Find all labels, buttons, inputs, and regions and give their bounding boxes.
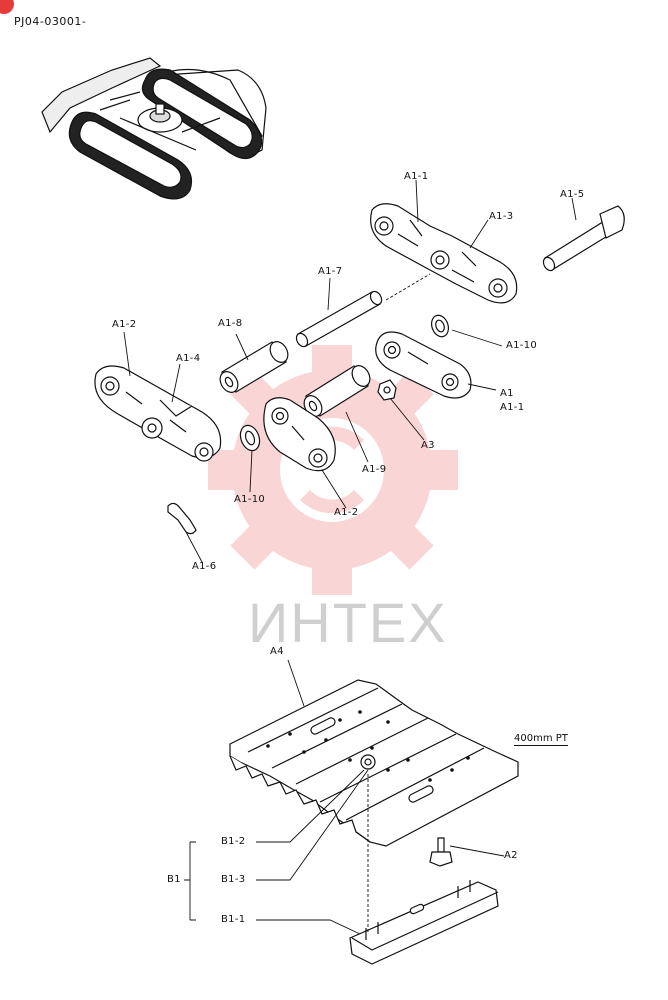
pin-a1-7: [295, 290, 383, 348]
nut-plate-b1-1: [349, 880, 499, 965]
watermark-text: ИНТЕХ: [248, 591, 448, 654]
track-shoe-assembly-a4: [229, 679, 519, 847]
leader-lines-lower: [184, 659, 505, 935]
callout-a1-1-top: A1-1: [404, 171, 429, 182]
document-code: PJ04-03001-: [14, 15, 87, 28]
callout-a1-3: A1-3: [489, 211, 514, 222]
callout-a1-8: A1-8: [218, 318, 243, 329]
pin-a1-5: [542, 205, 625, 272]
callout-b1-2: B1-2: [221, 836, 246, 847]
callout-a1-5: A1-5: [560, 189, 585, 200]
callout-a4: A4: [270, 646, 284, 657]
callout-b1: B1: [167, 874, 181, 885]
track-link-a1: [375, 331, 472, 399]
master-pin-a1-6: [167, 502, 197, 535]
callout-a1-10-bottom: A1-10: [234, 494, 266, 505]
callout-b1-3: B1-3: [221, 874, 246, 885]
corner-logo-mark: [0, 0, 14, 14]
nut-a3: [377, 379, 397, 401]
bushing-a1-9: [303, 365, 371, 417]
pitch-note: 400mm PT: [514, 733, 568, 746]
track-link-a1-1: [370, 203, 518, 304]
track-link-a1-2-left: [94, 365, 222, 462]
excavator-undercarriage-sketch: [41, 57, 267, 200]
callout-a2: A2: [504, 850, 518, 861]
callout-a1-1-right: A1-1: [500, 402, 525, 413]
leader-lines-upper: [123, 179, 577, 563]
callout-a1-10-right: A1-10: [506, 340, 538, 351]
callout-a3: A3: [421, 440, 435, 451]
callout-b1-1: B1-1: [221, 914, 246, 925]
bushing-a1-8: [219, 341, 289, 393]
callout-a1-2-left: A1-2: [112, 319, 137, 330]
callout-a1-7: A1-7: [318, 266, 343, 277]
track-link-a1-2-center: [263, 397, 336, 472]
bolt-a2: [429, 837, 453, 867]
callout-a1-6: A1-6: [192, 561, 217, 572]
callout-a1-9: A1-9: [362, 464, 387, 475]
callout-a1-2-bottom: A1-2: [334, 507, 359, 518]
callout-a1: A1: [500, 388, 514, 399]
seal-a1-10-left: [239, 424, 261, 452]
callout-a1-4: A1-4: [176, 353, 201, 364]
seal-a1-10-right: [430, 314, 450, 338]
